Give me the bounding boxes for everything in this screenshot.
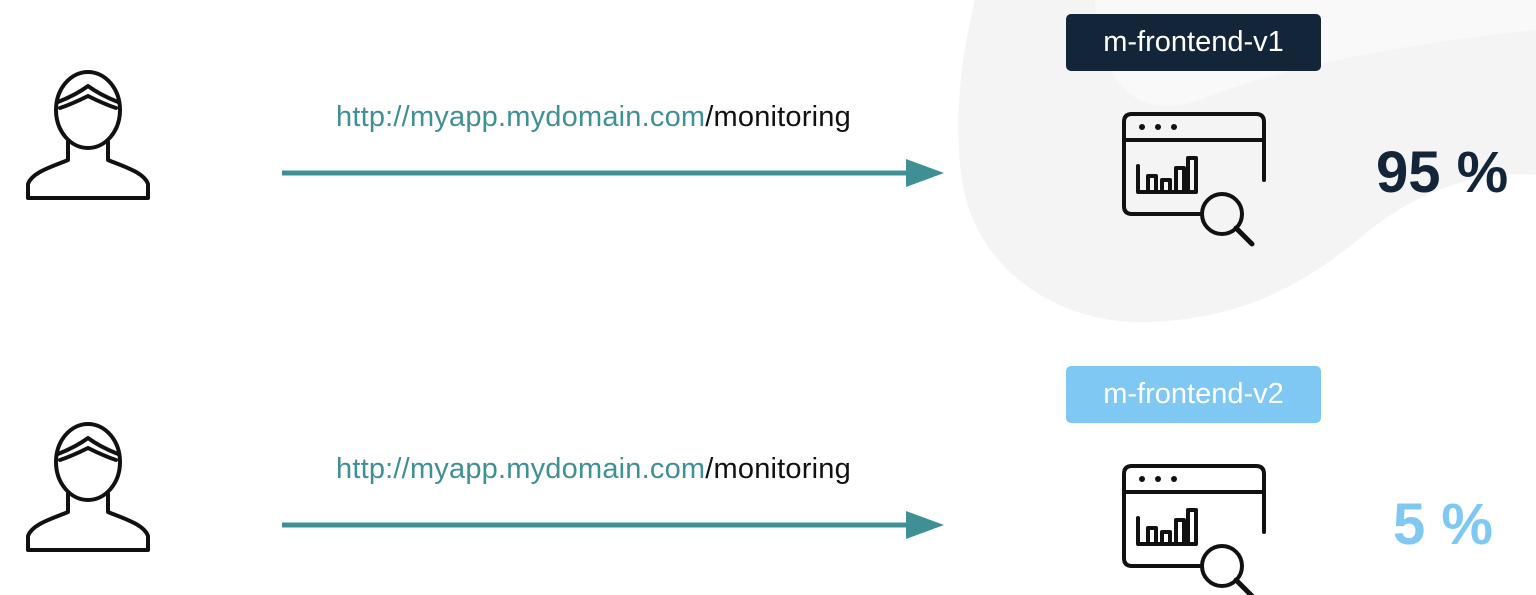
user-icon: [26, 70, 150, 200]
monitoring-dashboard-icon: [1122, 112, 1266, 247]
url-path: /monitoring: [705, 453, 851, 485]
route-url: http://myapp.mydomain.com/monitoring: [336, 100, 851, 134]
traffic-percent-v2: 5 %: [1393, 492, 1493, 557]
route-row-v2: http://myapp.mydomain.com/monitoring m-f…: [0, 352, 1536, 595]
traffic-arrow: [282, 159, 944, 187]
route-row-v1: http://myapp.mydomain.com/monitoring m-f…: [0, 0, 1536, 260]
monitoring-dashboard-icon: [1122, 464, 1266, 595]
url-path: /monitoring: [705, 101, 851, 133]
service-label-v1: m-frontend-v1: [1066, 14, 1321, 71]
traffic-percent-v1: 95 %: [1376, 140, 1509, 205]
route-url: http://myapp.mydomain.com/monitoring: [336, 452, 851, 486]
traffic-arrow: [282, 511, 944, 539]
url-host: http://myapp.mydomain.com: [336, 101, 706, 133]
url-host: http://myapp.mydomain.com: [336, 453, 706, 485]
service-label-v2: m-frontend-v2: [1066, 366, 1321, 423]
user-icon: [26, 422, 150, 552]
